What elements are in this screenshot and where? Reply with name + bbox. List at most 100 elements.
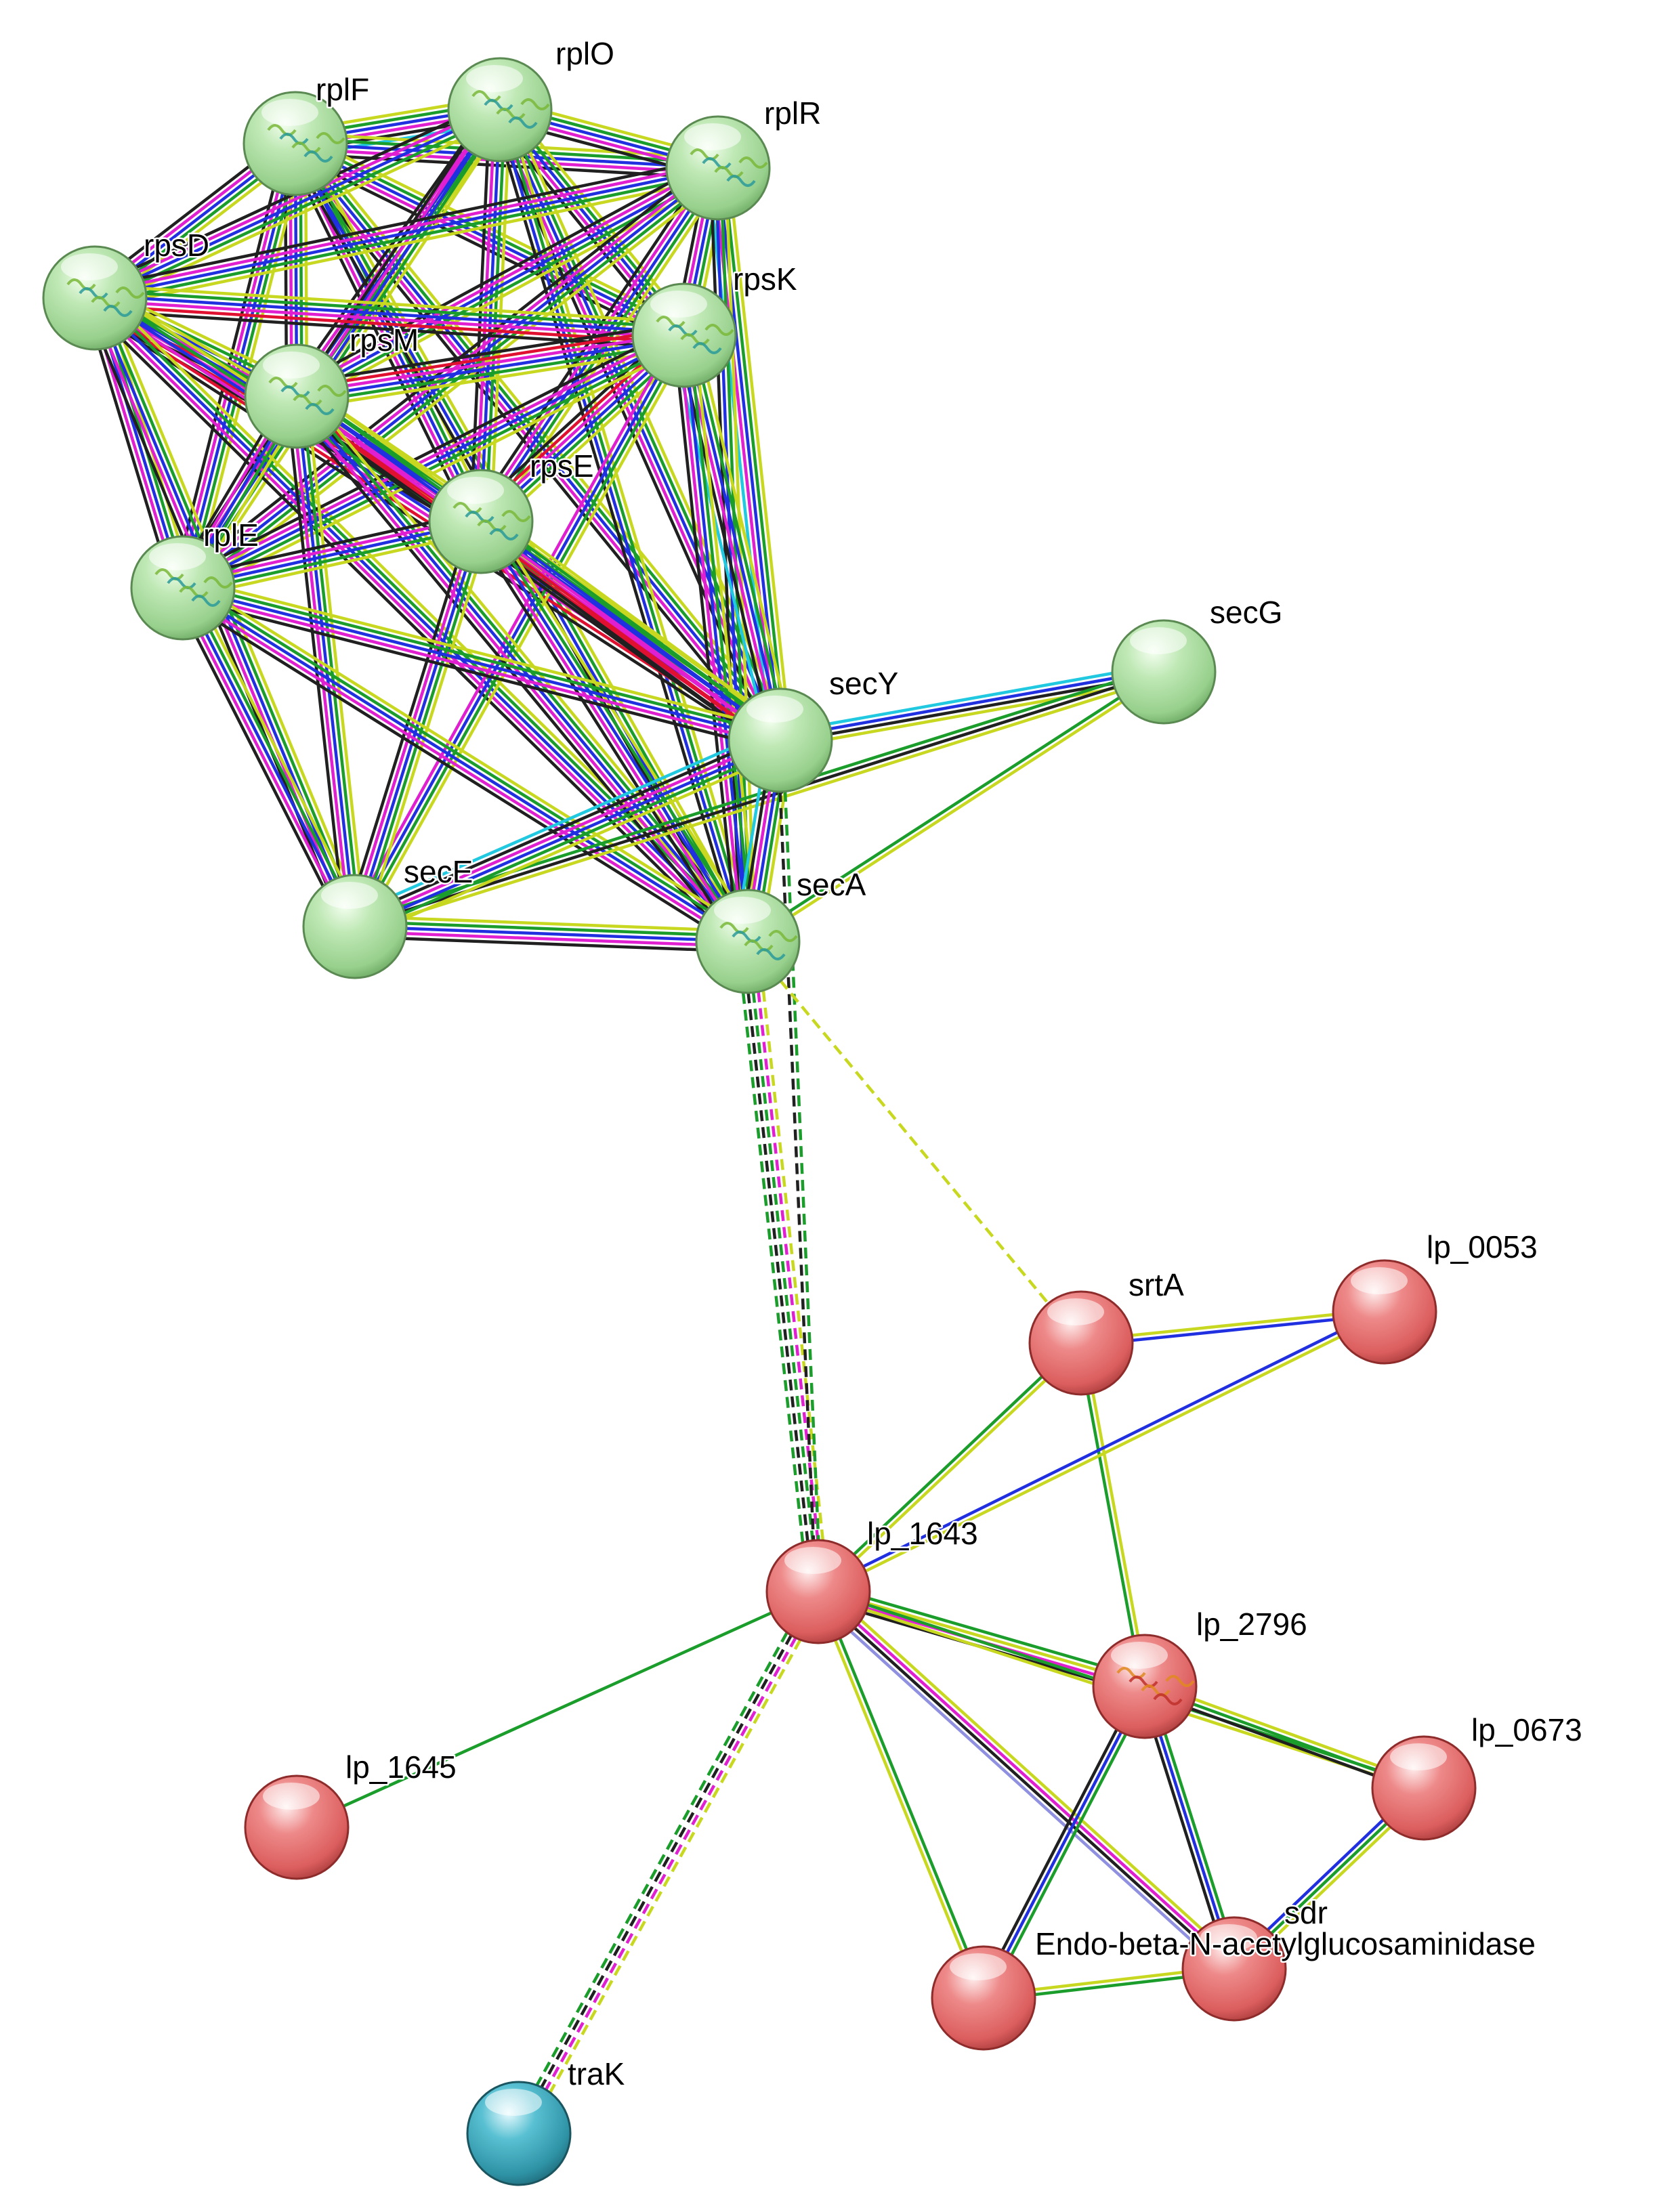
node-secE[interactable] <box>302 874 408 979</box>
node-label-lp_1645: lp_1645 <box>345 1749 457 1785</box>
node-lp_0673[interactable] <box>1371 1735 1477 1841</box>
edge-line <box>491 111 742 944</box>
node-traK[interactable] <box>466 2081 572 2186</box>
edge-line <box>94 299 684 339</box>
edge-line <box>348 519 478 926</box>
edge-line <box>815 1340 1080 1591</box>
edge-line <box>818 1313 1387 1596</box>
edge-line <box>94 108 501 300</box>
edge-line <box>677 335 744 943</box>
edge-line <box>298 171 721 402</box>
node-label-secY: secY <box>829 666 898 701</box>
node-rplF[interactable] <box>243 91 348 196</box>
protein-structure-icon <box>471 90 550 129</box>
edge-line <box>295 396 357 927</box>
edge-lp_1643-traK <box>511 1587 826 2138</box>
edge-line <box>349 727 776 916</box>
edge-rplE-secA <box>176 578 755 952</box>
edge-line <box>751 940 825 1592</box>
edge-line <box>96 171 719 305</box>
edge-line <box>781 740 822 1592</box>
protein-structure-icon <box>268 377 347 415</box>
edge-line <box>812 1596 1230 1976</box>
node-rplO[interactable] <box>447 57 553 163</box>
edge-rpsK-rplE <box>177 324 690 599</box>
node-highlight <box>714 897 771 924</box>
edge-line <box>819 1344 1084 1595</box>
node-highlight <box>466 65 523 92</box>
edge-line <box>820 1583 1147 1681</box>
node-highlight <box>684 123 741 150</box>
node-highlight <box>1351 1267 1408 1294</box>
edge-line <box>93 297 749 943</box>
edge-line <box>347 331 679 924</box>
edge-line <box>293 162 717 394</box>
node-lp_1645[interactable] <box>244 1774 350 1880</box>
edge-rpsD-rpsK <box>93 284 686 349</box>
edge-line <box>284 397 347 928</box>
edge-line <box>695 332 795 738</box>
node-rpsM[interactable] <box>244 343 350 449</box>
node-rpsE[interactable] <box>428 469 534 574</box>
edge-line <box>356 335 688 929</box>
edge-line <box>296 1590 819 1829</box>
edge-secE-secA <box>354 914 749 954</box>
edge-rplO-secA <box>491 107 757 944</box>
node-sdr[interactable] <box>1181 1916 1287 2022</box>
node-rpsD[interactable] <box>42 245 148 351</box>
edge-line <box>298 346 687 410</box>
edge-line <box>484 514 786 736</box>
node-secA[interactable] <box>695 889 801 994</box>
node-secG[interactable] <box>1111 619 1217 725</box>
edge-line <box>682 335 750 942</box>
edge-line <box>354 924 749 943</box>
edge-line <box>818 1588 1146 1686</box>
edge-line <box>353 736 780 926</box>
edge-line <box>355 920 749 938</box>
node-rpsK[interactable] <box>631 282 737 388</box>
edge-line <box>505 107 757 940</box>
node-highlight <box>1130 627 1187 654</box>
node-endo[interactable] <box>931 1945 1036 2051</box>
edge-line <box>354 935 748 954</box>
protein-structure-icon <box>452 502 531 540</box>
edge-line <box>746 940 1082 1344</box>
edge-line <box>515 1590 818 2133</box>
node-rplE[interactable] <box>130 535 236 641</box>
node-secY[interactable] <box>728 687 833 793</box>
edge-line <box>171 140 287 586</box>
protein-structure-icon <box>154 568 233 607</box>
node-label-sdr: sdr <box>1284 1895 1328 1930</box>
node-label-endo: Endo-beta-N-acetylglucosaminidase <box>1035 1926 1536 1961</box>
node-highlight <box>261 99 318 126</box>
node-lp_0053[interactable] <box>1332 1259 1437 1365</box>
edge-line <box>186 343 690 599</box>
edge-line <box>721 167 787 740</box>
edge-line <box>86 304 742 950</box>
edge-line <box>355 741 782 931</box>
node-lp_1643[interactable] <box>765 1539 871 1644</box>
edge-secA-srtA <box>746 940 1082 1344</box>
node-highlight <box>950 1953 1007 1980</box>
edge-line <box>296 331 684 396</box>
edge-line <box>182 586 781 742</box>
edge-line <box>501 108 752 941</box>
node-highlight <box>784 1547 841 1574</box>
protein-structure-icon <box>1116 1667 1195 1705</box>
edge-lp_2796-endo <box>977 1683 1151 2001</box>
edge-line <box>95 289 685 330</box>
edge-line <box>176 595 744 952</box>
edge-srtA-lp_1643 <box>815 1340 1084 1595</box>
node-lp_2796[interactable] <box>1092 1634 1198 1739</box>
edge-line <box>484 517 754 940</box>
edge-line <box>511 1587 814 2131</box>
node-srtA[interactable] <box>1028 1290 1134 1396</box>
edge-line <box>360 338 692 931</box>
edge-line <box>179 591 746 948</box>
edge-rpsK-secA <box>672 334 760 943</box>
edge-line <box>822 1585 1241 1965</box>
edge-line <box>297 137 688 333</box>
edge-line <box>182 333 686 590</box>
node-rplR[interactable] <box>665 115 771 221</box>
